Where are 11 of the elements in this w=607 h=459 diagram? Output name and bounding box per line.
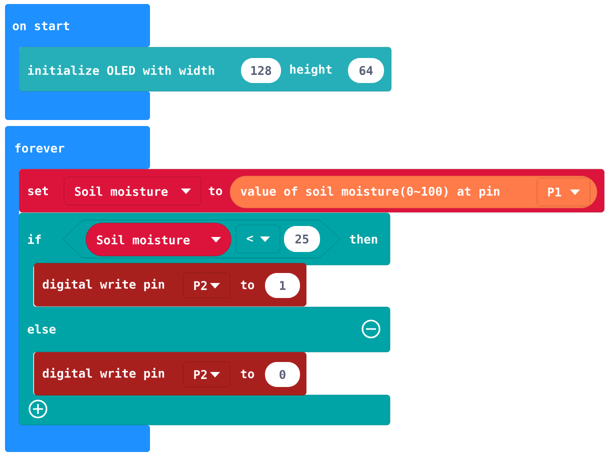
dropdown: P1 [536,178,590,206]
number-field: 128 [241,58,281,83]
number-field: 64 [348,58,384,83]
dropdown: < [236,224,280,254]
dropdown: Soil moisture [64,176,202,206]
variable-dropdown: Soil moisture [86,222,232,256]
number-field: 25 [284,226,320,252]
dropdown: P2 [182,272,230,298]
number-field: 1 [265,273,300,298]
number-field: 0 [265,362,300,387]
dropdown: P2 [182,362,230,388]
